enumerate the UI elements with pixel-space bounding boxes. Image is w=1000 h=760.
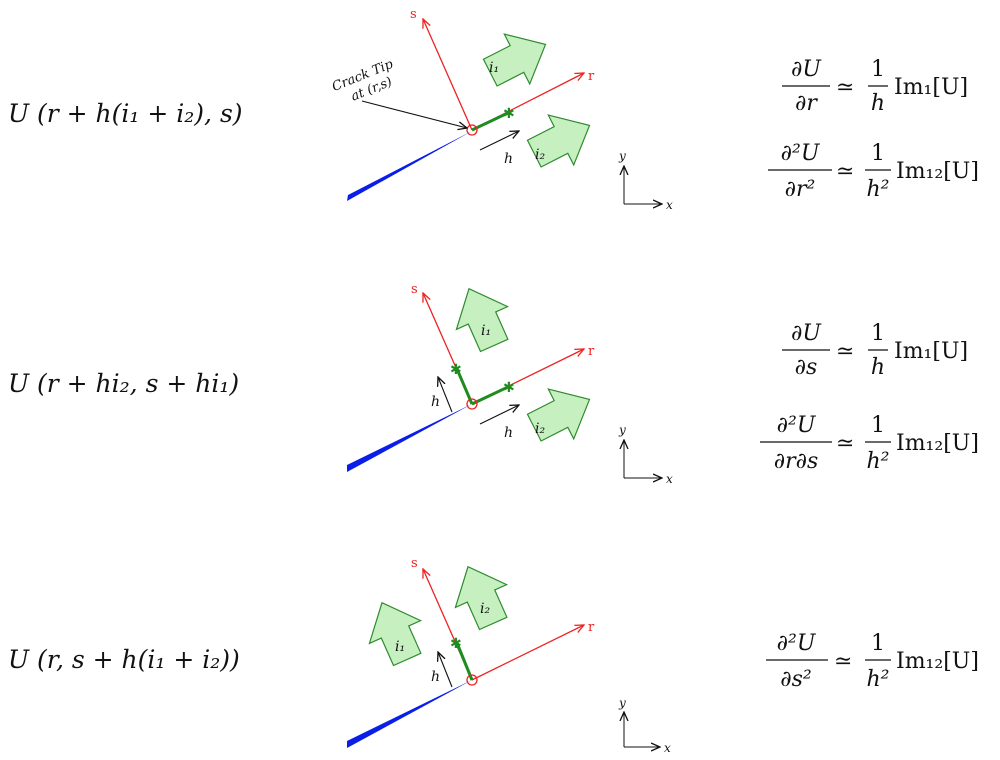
row3-h-label: h <box>431 669 440 685</box>
row1-i2-label: i₂ <box>535 147 545 163</box>
row1-f1-numer: ∂U <box>791 57 822 82</box>
row1-formula-1: ∂U ∂r ≃ 1 h Im₁[U] <box>782 57 968 116</box>
row2-y-label: y <box>618 423 626 437</box>
row3-i2-label: i₂ <box>480 601 490 617</box>
row2-f1-numer: ∂U <box>791 321 822 346</box>
row1-f1-im: Im₁[U] <box>894 75 968 100</box>
row2-f2-im: Im₁₂[U] <box>896 431 979 456</box>
row2-i1-arrow-shape <box>455 287 510 353</box>
row1-formula-2: ∂²U ∂r² ≃ 1 h² Im₁₂[U] <box>768 141 979 202</box>
row3-step-s <box>455 642 474 681</box>
row1-step-r-marker: ✱ <box>503 106 515 122</box>
row3-expression: U (r, s + h(i₁ + i₂)) <box>8 645 240 674</box>
row2-h-arrow-s <box>438 377 453 413</box>
row2-f1-im: Im₁[U] <box>894 339 968 364</box>
row2-r-label: r <box>588 344 595 359</box>
row1-i1-arrow <box>482 33 547 87</box>
row1-f1-denom: ∂r <box>795 91 818 116</box>
row1-s-axis <box>423 19 473 131</box>
row2-i1-arrow <box>455 287 510 353</box>
row2-i2-arrow-shape <box>526 388 591 442</box>
row2-f1-coef-num: 1 <box>871 321 885 346</box>
row1-f2-im: Im₁₂[U] <box>896 159 979 184</box>
row1-h-label: h <box>504 151 513 167</box>
row2-s-label: s <box>411 282 418 297</box>
row3-i2-arrow-shape <box>454 565 509 631</box>
row2-step-r <box>471 384 511 406</box>
row3-f1-im: Im₁₂[U] <box>896 649 979 674</box>
row3-step-s-marker: ✱ <box>450 636 462 652</box>
row-1: U (r + h(i₁ + i₂), s) s r ✱ Crack Tip at… <box>8 7 979 212</box>
row1-f2-approx: ≃ <box>836 159 854 184</box>
row3-i1-label: i₁ <box>395 639 405 655</box>
row1-f1-coef-den: h <box>871 91 885 116</box>
row1-i1-label: i₁ <box>489 60 499 76</box>
row3-crack <box>347 680 472 748</box>
row3-formula-1: ∂²U ∂s² ≃ 1 h² Im₁₂[U] <box>766 631 979 692</box>
row2-h-label-r: h <box>504 425 513 441</box>
row3-s-label: s <box>411 556 418 571</box>
row-2: U (r + hi₂, s + hi₁) s r ✱ ✱ h h i₁ i₂ y… <box>8 282 979 486</box>
row2-f2-approx: ≃ <box>836 431 854 456</box>
row2-i1-label: i₁ <box>481 323 491 339</box>
row2-formula-2: ∂²U ∂r∂s ≃ 1 h² Im₁₂[U] <box>760 413 979 474</box>
row3-i1-arrow-shape <box>368 601 423 667</box>
row1-expression: U (r + h(i₁ + i₂), s) <box>8 99 243 128</box>
row3-f1-approx: ≃ <box>834 649 852 674</box>
row2-crack <box>347 404 472 472</box>
row1-h-arrow <box>479 131 519 151</box>
row3-f1-numer: ∂²U <box>777 631 817 656</box>
row2-i2-arrow <box>526 388 591 442</box>
row2-step-r-marker: ✱ <box>503 380 515 396</box>
row2-expression: U (r + hi₂, s + hi₁) <box>8 369 239 398</box>
row2-step-s <box>455 368 474 405</box>
row1-r-label: r <box>588 69 595 84</box>
row2-step-s-marker: ✱ <box>450 362 462 378</box>
row3-crack-tip <box>466 674 478 686</box>
row1-y-label: y <box>618 149 626 163</box>
row3-r-axis <box>471 625 584 681</box>
row2-f1-denom: ∂s <box>795 355 818 380</box>
row1-f2-denom: ∂r² <box>785 177 816 202</box>
row2-f2-coef-num: 1 <box>871 413 885 438</box>
row1-f2-coef-num: 1 <box>871 141 885 166</box>
row1-crack <box>347 131 472 201</box>
row1-step-r <box>471 110 511 132</box>
row3-f1-coef-den: h² <box>867 667 890 692</box>
row2-f2-denom: ∂r∂s <box>774 449 819 474</box>
row2-h-arrow-r <box>479 405 519 425</box>
row1-x-label: x <box>666 198 673 212</box>
row2-i2-label: i₂ <box>535 421 545 437</box>
row1-tip-pointer <box>361 100 467 128</box>
row2-formula-1: ∂U ∂s ≃ 1 h Im₁[U] <box>782 321 968 380</box>
row1-f2-numer: ∂²U <box>781 141 821 166</box>
row3-i1-arrow <box>368 601 423 667</box>
row3-i2-arrow <box>454 565 509 631</box>
row2-x-label: x <box>666 472 673 486</box>
row3-r-label: r <box>588 620 595 635</box>
row1-f1-coef-num: 1 <box>871 57 885 82</box>
row1-s-label: s <box>410 7 417 22</box>
row1-i2-arrow-shape <box>526 114 591 168</box>
row3-y-label: y <box>618 696 626 710</box>
row1-i2-arrow <box>526 114 591 168</box>
row1-f1-approx: ≃ <box>836 75 854 100</box>
row2-f2-coef-den: h² <box>867 449 890 474</box>
row2-f1-coef-den: h <box>871 355 885 380</box>
row-3: U (r, s + h(i₁ + i₂)) s r ✱ h i₁ i₂ y x … <box>8 556 979 755</box>
row3-f1-coef-num: 1 <box>871 631 885 656</box>
row2-crack-tip <box>466 398 478 410</box>
row1-i1-arrow-shape <box>482 33 547 87</box>
row2-h-label-s: h <box>431 394 440 410</box>
row3-h-arrow-s <box>438 652 453 688</box>
row3-x-label: x <box>664 741 671 755</box>
row2-f2-numer: ∂²U <box>777 413 817 438</box>
row2-f1-approx: ≃ <box>836 339 854 364</box>
row3-f1-denom: ∂s² <box>780 667 812 692</box>
row1-f2-coef-den: h² <box>867 177 890 202</box>
